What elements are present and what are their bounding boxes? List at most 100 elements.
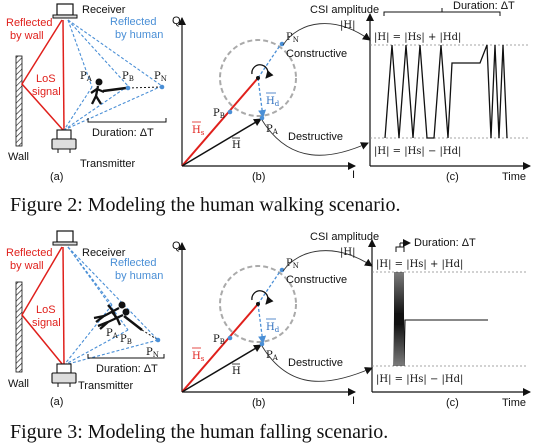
wall-label: Wall xyxy=(8,151,29,163)
b-pb-label: PB xyxy=(213,334,225,346)
pa-label: PA xyxy=(80,71,93,83)
h-vector xyxy=(181,118,262,167)
los-path xyxy=(62,246,65,366)
circle-center xyxy=(256,76,260,80)
walking-human-icon xyxy=(90,78,105,105)
hd-vector xyxy=(257,77,267,118)
pb-label: PB xyxy=(122,71,134,83)
b-pa-point xyxy=(259,115,265,121)
fig2-a-tag: (a) xyxy=(50,171,63,183)
receiver-label: Receiver xyxy=(82,4,126,16)
fig2-panel-a: Receiver Wall Reflected by wall LoS sign… xyxy=(6,3,167,183)
los-label-2: signal xyxy=(32,317,61,329)
walk-trajectory xyxy=(102,86,127,93)
c-duration-label: Duration: ΔT xyxy=(414,237,476,249)
csi-amplitude-label: CSI amplitude xyxy=(310,231,379,243)
h-vector xyxy=(181,344,262,393)
transmitter-router-icon xyxy=(51,363,77,387)
constructive-label: Constructive xyxy=(286,48,347,60)
b-pa-label: PA xyxy=(266,350,279,362)
c-duration-bracket xyxy=(395,246,405,252)
time-label: Time xyxy=(502,397,526,409)
b-pb-point xyxy=(227,109,233,115)
receiver-laptop-icon xyxy=(52,3,78,19)
falling-human-icon xyxy=(93,301,130,330)
pb-label: PB xyxy=(120,334,132,346)
q-axis-label: Q xyxy=(172,15,181,27)
reflected-by-wall-label-1: Reflected xyxy=(6,17,52,29)
hs-vector xyxy=(181,77,259,167)
reflected-by-human-label-2: by human xyxy=(115,270,163,282)
i-axis-label: I xyxy=(352,395,355,407)
duration-bracket xyxy=(87,354,165,359)
duration-label: Duration: ΔT xyxy=(96,363,158,375)
fig2-b-tag: (b) xyxy=(252,171,265,183)
fig3-panel-c: CSI amplitude |H| Time (c) Duration: ΔT … xyxy=(310,231,531,409)
b-pb-point xyxy=(227,335,233,341)
pn-radius xyxy=(257,43,282,79)
wall-hatch xyxy=(15,281,23,373)
fig2-panel-c: CSI amplitude |H| Time (c) Duration: ΔT … xyxy=(310,0,531,183)
constructive-label: Constructive xyxy=(286,274,347,286)
human-reflection-paths xyxy=(63,19,163,131)
los-label-1: LoS xyxy=(36,73,56,85)
pn-label: PN xyxy=(146,347,159,359)
i-axis-label: I xyxy=(352,169,355,181)
los-label-1: LoS xyxy=(36,304,56,316)
q-axis-label: Q xyxy=(172,240,181,252)
wall-reflection-path xyxy=(21,246,64,366)
pn-radius xyxy=(257,269,282,305)
pn-label: PN xyxy=(154,71,167,83)
b-pn-point xyxy=(279,41,285,47)
duration-bracket xyxy=(87,118,167,123)
receiver-laptop-icon xyxy=(52,230,78,246)
rotation-arrow xyxy=(251,290,274,305)
reflected-by-wall-label-2: by wall xyxy=(10,260,44,272)
pb-point xyxy=(125,85,131,91)
falling-csi-waveform xyxy=(393,271,488,367)
fall-trajectory xyxy=(123,315,143,331)
pa-label: PA xyxy=(106,328,119,340)
duration-label: Duration: ΔT xyxy=(92,127,154,139)
fig2-c-tag: (c) xyxy=(446,171,459,183)
phase-circle xyxy=(219,265,297,343)
fig3-a-tag: (a) xyxy=(50,396,63,408)
constructive-link xyxy=(282,250,373,272)
figure-2: Receiver Wall Reflected by wall LoS sign… xyxy=(6,0,531,216)
hs-label: Hs xyxy=(192,351,205,363)
c-duration-bracket xyxy=(383,11,501,16)
fig3-panel-b: Q I (b) PN PB PA Hs Hd H Constructive De… xyxy=(172,240,373,409)
pn-point xyxy=(159,84,165,90)
constructive-link xyxy=(282,23,371,46)
destructive-link xyxy=(261,119,369,156)
b-pa-label: PA xyxy=(266,124,279,136)
lower-equation: |H| = |Hs| − |Hd| xyxy=(376,374,463,385)
transmitter-label: Transmitter xyxy=(80,158,136,170)
transmitter-label: Transmitter xyxy=(78,380,134,392)
phase-circle xyxy=(219,39,297,117)
hd-label: Hd xyxy=(266,96,280,108)
reflected-by-wall-label-1: Reflected xyxy=(6,247,52,259)
fig3-b-tag: (b) xyxy=(252,397,265,409)
pn-point xyxy=(155,337,161,343)
rotation-arrow xyxy=(251,64,274,79)
reflected-by-human-label-2: by human xyxy=(115,29,163,41)
wall-label: Wall xyxy=(8,378,29,390)
circle-center xyxy=(256,302,260,306)
h-label: H xyxy=(232,366,241,377)
hd-label: Hd xyxy=(266,322,280,334)
b-pb-label: PB xyxy=(213,108,225,120)
csi-amplitude-label: CSI amplitude xyxy=(310,4,379,16)
wall-hatch xyxy=(15,55,23,147)
b-pa-point xyxy=(259,341,265,347)
b-pn-point xyxy=(279,267,285,273)
figure2-caption: Figure 2: Modeling the human walking sce… xyxy=(10,194,400,216)
destructive-label: Destructive xyxy=(288,357,343,369)
b-pn-label: PN xyxy=(286,258,299,270)
wall-reflection-path xyxy=(21,19,64,131)
transmitter-router-icon xyxy=(51,129,77,153)
figure-3: Receiver Wall Reflected by wall LoS sign… xyxy=(6,230,531,443)
fall-trajectory-dotted xyxy=(141,329,159,341)
destructive-link xyxy=(261,345,373,382)
